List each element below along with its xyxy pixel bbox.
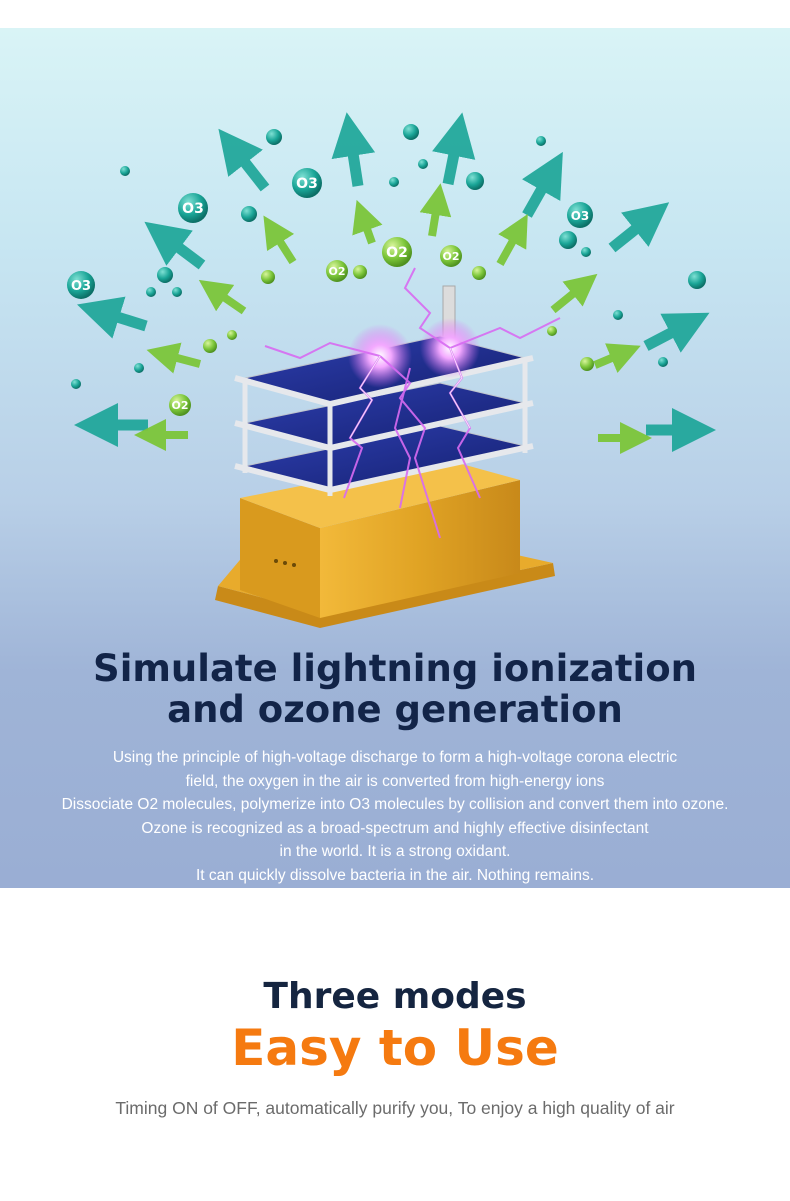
ozone-molecules: O3 O3 O3 O3: [67, 124, 706, 389]
svg-text:O2: O2: [328, 265, 345, 278]
svg-text:O2: O2: [386, 245, 408, 261]
modes-title: Three modes: [263, 976, 527, 1017]
svg-text:O3: O3: [182, 201, 204, 217]
svg-text:O3: O3: [571, 209, 590, 223]
modes-subtitle: Easy to Use: [231, 1019, 559, 1077]
svg-text:O3: O3: [296, 176, 318, 192]
ozone-hero-section: O3 O3 O3 O3 O2 O2 O2 O: [0, 28, 790, 888]
oxygen-arrows: [134, 183, 652, 454]
svg-text:O2: O2: [442, 250, 459, 263]
description-line: Ozone is recognized as a broad-spectrum …: [141, 819, 649, 837]
description-line: in the world. It is a strong oxidant.: [279, 843, 511, 860]
description-line: It can quickly dissolve bacteria in the …: [195, 866, 595, 884]
ozone-generator-illustration: O3 O3 O3 O3 O2 O2 O2 O: [67, 112, 716, 628]
svg-text:O3: O3: [71, 279, 91, 294]
ozone-generator-device: [215, 267, 561, 628]
description-line: field, the oxygen in the air is converte…: [185, 772, 605, 790]
modes-tagline: Timing ON of OFF, automatically purify y…: [115, 1098, 675, 1118]
description-line: Using the principle of high-voltage disc…: [112, 749, 678, 766]
hero-description: Using the principle of high-voltage disc…: [0, 746, 790, 887]
hero-headline-line2: and ozone generation: [167, 688, 623, 731]
hero-headline: Simulate lightning ionization and ozone …: [0, 648, 790, 730]
oxygen-molecules: O2 O2 O2 O2: [169, 237, 594, 416]
svg-text:O2: O2: [171, 399, 188, 412]
description-line: Dissociate O2 molecules, polymerize into…: [61, 796, 729, 813]
ozone-arrows: [74, 112, 716, 452]
hero-headline-line1: Simulate lightning ionization: [93, 647, 697, 690]
